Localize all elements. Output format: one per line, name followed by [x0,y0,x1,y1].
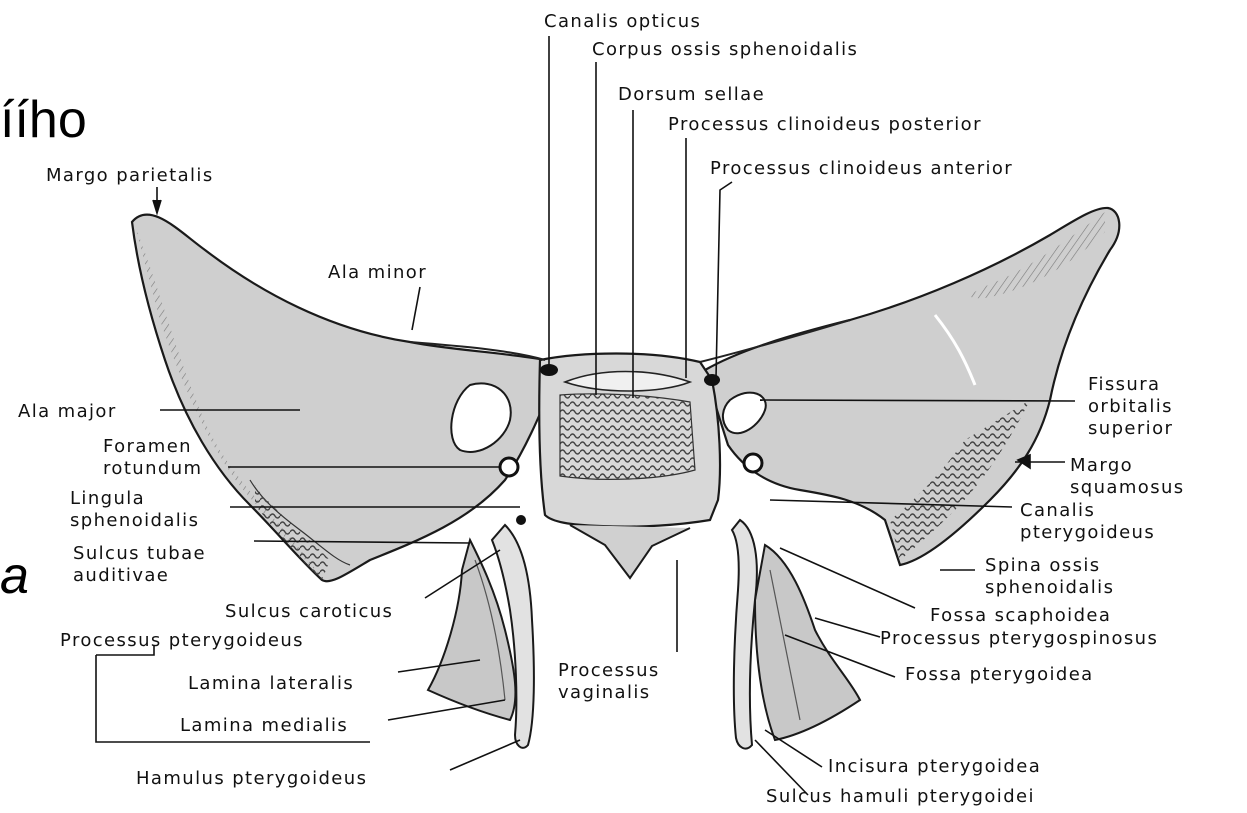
label-lingula: Lingula [70,488,145,509]
foramen-rotundum-left [500,458,518,476]
label-sulcus-tubae: Sulcus tubae [73,543,206,564]
label-hamulus-pterygoideus: Hamulus pterygoideus [136,768,367,789]
label-processus: Processus [558,660,660,681]
label-processus-clinoideus-anterior: Processus clinoideus anterior [710,158,1013,179]
label-incisura-pterygoidea: Incisura pterygoidea [828,756,1041,777]
label-dorsum-sellae: Dorsum sellae [618,84,765,105]
label-orbitalis: orbitalis [1088,396,1173,417]
label-fossa-scaphoidea: Fossa scaphoidea [930,605,1111,626]
label-canalis-opticus: Canalis opticus [544,11,701,32]
label-margo: Margo [1070,455,1133,476]
label-lamina-lateralis: Lamina lateralis [188,673,354,694]
label-spina-ossis: Spina ossis [985,555,1101,576]
label-sphenoidalis-right: sphenoidalis [985,577,1114,598]
label-pterygoideus: pterygoideus [1020,522,1155,543]
label-superior: superior [1088,418,1173,439]
label-ala-major: Ala major [18,401,117,422]
label-lamina-medialis: Lamina medialis [180,715,348,736]
label-fossa-pterygoidea: Fossa pterygoidea [905,664,1094,685]
label-ala-minor: Ala minor [328,262,427,283]
label-vaginalis: vaginalis [558,682,651,703]
label-processus-pterygospinosus: Processus pterygospinosus [880,628,1158,649]
label-sulcus-caroticus: Sulcus caroticus [225,601,393,622]
label-auditivae: auditivae [73,565,169,586]
foramen-rotundum-right [744,454,762,472]
label-rotundum: rotundum [103,458,202,479]
label-corpus-ossis-sphenoidalis: Corpus ossis sphenoidalis [592,39,858,60]
lamina-medialis-right [732,520,757,749]
label-foramen: Foramen [103,436,192,457]
label-processus-clinoideus-posterior: Processus clinoideus posterior [668,114,982,135]
label-processus-pterygoideus: Processus pterygoideus [60,630,304,651]
label-squamosus: squamosus [1070,477,1185,498]
label-sulcus-hamuli-pterygoidei: Sulcus hamuli pterygoidei [766,786,1035,807]
label-sphenoidalis-left: sphenoidalis [70,510,199,531]
label-margo-parietalis: Margo parietalis [46,165,214,186]
label-canalis: Canalis [1020,500,1095,521]
label-fissura: Fissura [1088,374,1160,395]
